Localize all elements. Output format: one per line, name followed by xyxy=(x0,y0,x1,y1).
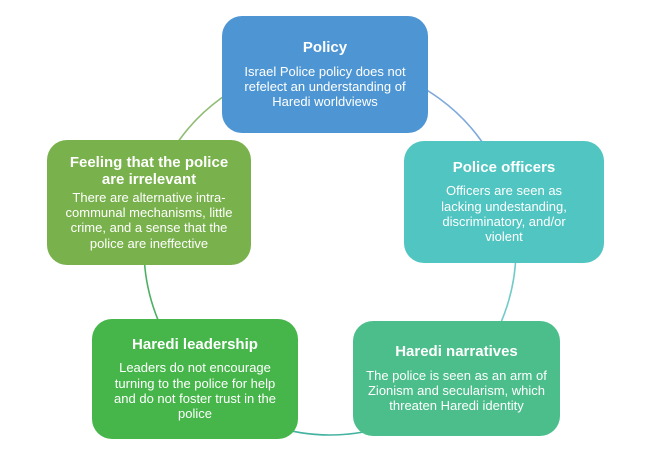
node-police-officers: Police officers Officers are seen as lac… xyxy=(404,141,604,263)
node-haredi-leadership-body: Leaders do not encourage turning to the … xyxy=(114,360,276,422)
node-policy: Policy Israel Police policy does not ref… xyxy=(222,16,428,133)
node-policy-title: Policy xyxy=(302,39,348,57)
node-haredi-narratives-title: Haredi narratives xyxy=(395,343,518,361)
node-haredi-leadership: Haredi leadership Leaders do not encoura… xyxy=(92,319,298,439)
node-feeling-irrelevant-body: There are alternative intra-communal mec… xyxy=(65,189,233,251)
node-feeling-irrelevant: Feeling that the police are irrelevant T… xyxy=(47,140,251,265)
node-police-officers-title: Police officers xyxy=(452,159,556,177)
node-police-officers-body: Officers are seen as lacking undestandin… xyxy=(441,183,567,245)
node-policy-body: Israel Police policy does not refelect a… xyxy=(244,63,406,110)
node-haredi-leadership-title: Haredi leadership xyxy=(132,336,258,354)
node-haredi-narratives: Haredi narratives The police is seen as … xyxy=(353,321,560,436)
node-feeling-irrelevant-title: Feeling that the police are irrelevant xyxy=(69,154,229,189)
node-haredi-narratives-body: The police is seen as an arm of Zionism … xyxy=(366,367,547,414)
